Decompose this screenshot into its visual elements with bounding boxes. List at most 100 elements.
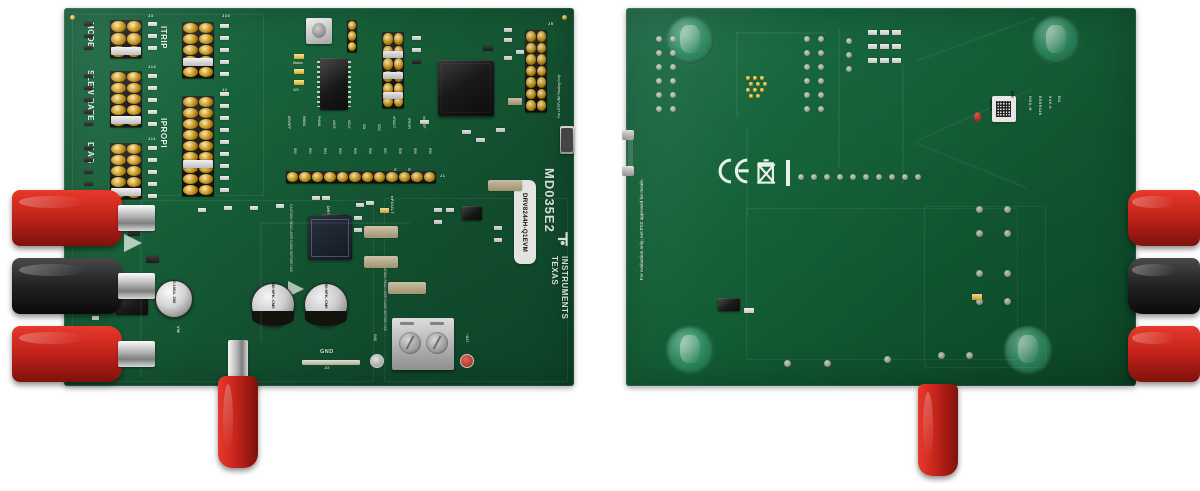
jumper-shunt-a[interactable]	[383, 51, 403, 58]
silk-ref-j1: J1	[440, 173, 446, 178]
cap-c2-text: 150 HFK. CM0	[271, 281, 277, 309]
signal-pin-ref: R28	[398, 148, 402, 154]
back-banana-jack-vm[interactable]	[918, 384, 958, 476]
push-button-sw1[interactable]	[306, 18, 332, 44]
jumper-shunt-b[interactable]	[383, 72, 403, 79]
mount-hole-tr	[1032, 16, 1080, 64]
ce-mark-icon	[716, 156, 750, 186]
inductor-l1-text: 10 100A. Z80	[172, 278, 178, 304]
terminal-screw-2[interactable]	[426, 332, 448, 354]
cap-c1-text: 150 HFK. CM0	[324, 281, 330, 309]
pcb-trace	[736, 32, 738, 118]
banana-jack-out2[interactable]	[12, 190, 155, 246]
front-board-pcb: MODE J3 SLEW RATE J12 DIAG J11	[64, 8, 574, 386]
silk-label-ipropi: IPROPI	[159, 118, 168, 149]
pcb-trace	[260, 222, 410, 224]
ti-wordmark-line1: TEXAS	[550, 256, 559, 286]
testpoint-gnd[interactable]	[370, 354, 384, 368]
banana-jack-gnd[interactable]	[12, 258, 155, 314]
corner-pad-tl	[70, 15, 75, 20]
part-number-sticker-text: DRV8244H-Q1EVM	[521, 192, 529, 252]
silk-fcc-notice: For evaluation only; not FCC approved fo…	[639, 179, 644, 280]
jumper-shunt-ipropi[interactable]	[183, 160, 213, 168]
banana-jack-out1[interactable]	[12, 326, 155, 382]
terminal-screw-1[interactable]	[399, 332, 421, 354]
transformer-t1	[308, 216, 352, 260]
ul-line-94v0: 94V-0	[1048, 96, 1053, 109]
silk-label-status: Status	[293, 61, 303, 65]
mount-hole-br	[1004, 326, 1052, 374]
silk-arrow-left	[124, 234, 142, 252]
silk-ref-j15: J15	[324, 366, 330, 370]
thermal-via-array	[746, 76, 770, 98]
back-banana-jack-top[interactable]	[1128, 190, 1200, 246]
signal-pin-ref: R26	[368, 148, 372, 154]
silk-caution-left: CAUTION: READ USER GUIDE BEFORE USE	[289, 204, 293, 272]
ul-line-hsx: HSX-H	[1028, 96, 1033, 111]
back-banana-jack-bottom[interactable]	[1128, 326, 1200, 382]
ul-line-ru: RU	[1057, 96, 1062, 103]
qr-code-label: KRY 1807441	[989, 91, 1016, 122]
signal-header-j1[interactable]	[286, 171, 436, 183]
pcb-trace	[902, 64, 904, 184]
screw-terminal-block[interactable]	[392, 318, 454, 370]
jumper-header-itrip[interactable]	[182, 22, 214, 78]
banana-jack-vm[interactable]	[218, 340, 258, 470]
electrolytic-cap-c2: 150 HFK. CM0	[251, 282, 295, 327]
silk-note-routing-header: For LDT/FLINK Routing Only	[557, 74, 561, 118]
film-cap-2	[364, 256, 398, 268]
back-smt-part	[718, 298, 740, 311]
header-j13[interactable]	[347, 20, 357, 52]
signal-pin-ref: R30	[428, 148, 432, 154]
testpoint-bat[interactable]	[460, 354, 474, 368]
crystal-y1	[508, 98, 522, 105]
pcb-trace	[260, 222, 262, 342]
jumper-header-ipropi[interactable]	[182, 96, 214, 196]
led-d3	[294, 80, 304, 85]
jumper-shunt-diag[interactable]	[111, 188, 141, 196]
silk-ref-j5: J5	[548, 21, 554, 26]
weee-bin-icon	[754, 158, 780, 186]
usb-c-connector[interactable]	[560, 126, 574, 154]
back-led	[972, 294, 982, 300]
inductor-l1: 10 100A. Z80	[155, 279, 193, 318]
back-banana-jack-mid[interactable]	[1128, 258, 1200, 314]
signal-pin-ref: R21	[308, 148, 312, 154]
signal-pin-ref: R27	[383, 148, 387, 154]
ti-logo	[554, 230, 572, 248]
silk-label-vm: VM	[176, 326, 181, 333]
silk-ref-j3: J3	[148, 13, 154, 18]
signal-pin-ref: R25	[353, 148, 357, 154]
signal-pin-label: SDI	[362, 124, 366, 130]
corner-pad-tr	[562, 15, 567, 20]
nfault-led	[380, 208, 389, 213]
gnd-testpoint-bar[interactable]	[302, 360, 360, 365]
led-d2	[294, 69, 304, 74]
silk-label-gnd-bar: GND	[320, 349, 334, 355]
jumper-shunt-c[interactable]	[383, 92, 403, 99]
silk-ref-j12: J12	[148, 64, 157, 69]
signal-pin-label: SCLK	[347, 120, 351, 129]
solder-mark	[974, 112, 981, 122]
silk-label-bat-tp: +BAT	[465, 334, 469, 343]
pcb-trace	[746, 126, 748, 216]
jumper-shunt-itrip[interactable]	[183, 58, 213, 66]
silk-ref-j11: J11	[148, 136, 156, 141]
mcu-chip-u3	[438, 60, 494, 116]
jumper-shunt-mode[interactable]	[111, 47, 141, 55]
routing-header-j5[interactable]	[525, 30, 547, 112]
plane-outline-back	[746, 208, 1018, 360]
electrolytic-cap-c1: 150 HFK. CM0	[304, 282, 348, 327]
part-number-sticker: DRV8244H-Q1EVM	[514, 180, 536, 264]
signal-pin-ref: R24	[323, 148, 327, 154]
film-cap-1	[364, 226, 398, 238]
jumper-shunt-slew-rate[interactable]	[111, 116, 141, 124]
silk-caution-right: CAUTION: READ USER GUIDE BEFORE USE	[383, 263, 387, 331]
silk-board-id: MD035E2	[542, 168, 557, 233]
mount-hole-bl	[666, 326, 714, 374]
pcb-trace	[838, 28, 840, 168]
silk-label-itrip: ITRIP	[159, 26, 168, 49]
signal-pin-ref: R29	[413, 148, 417, 154]
plane-outline-right	[384, 198, 568, 382]
